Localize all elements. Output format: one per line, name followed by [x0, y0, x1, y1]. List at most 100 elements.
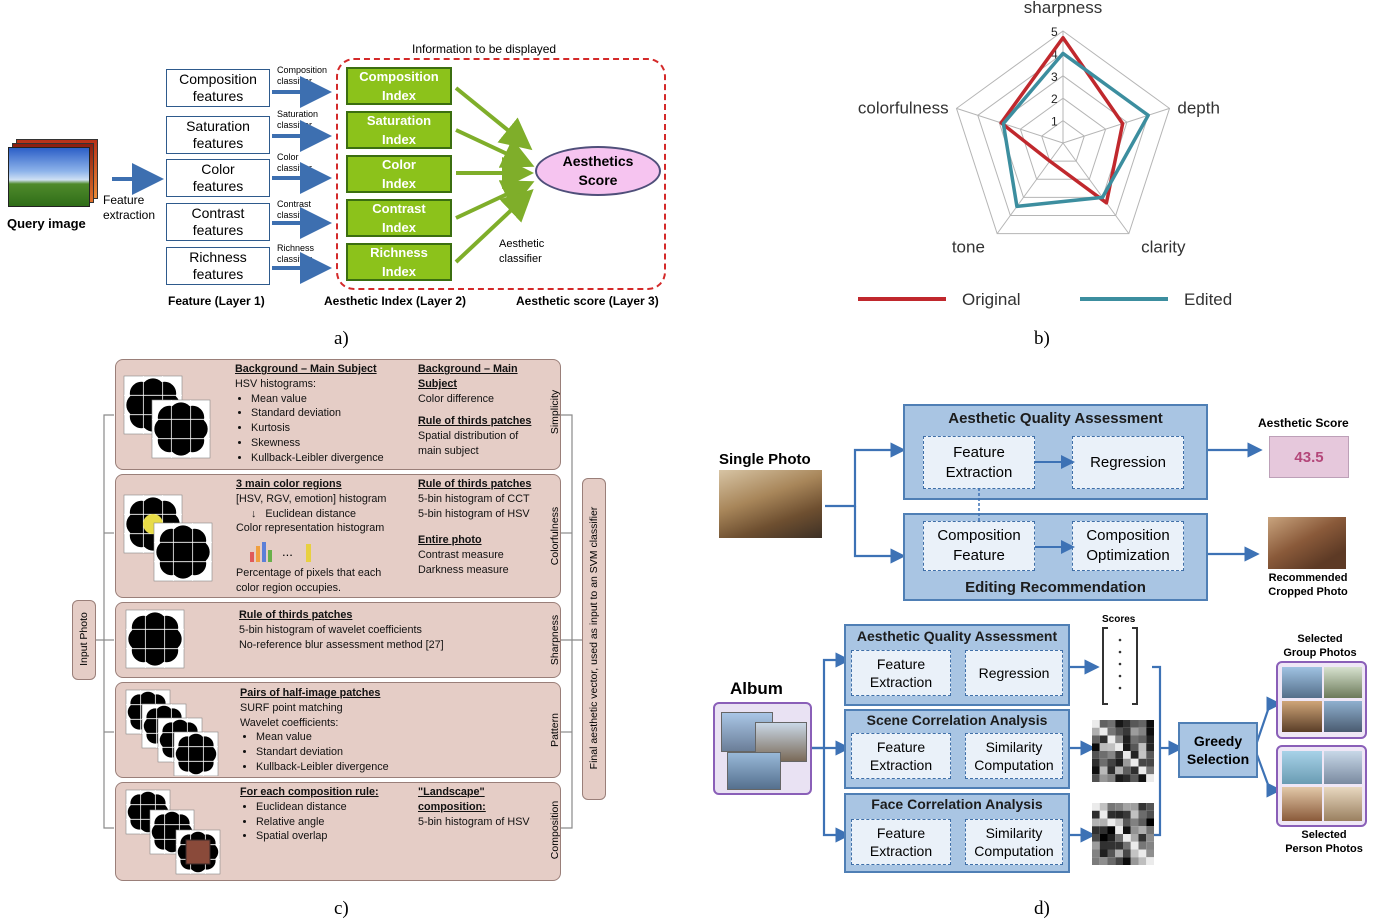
scores-label: Scores [1102, 614, 1136, 625]
matrix-cell [1115, 743, 1123, 751]
matrix-cell [1107, 857, 1116, 865]
matrix-cell [1092, 803, 1100, 811]
radar-grid [1019, 97, 1107, 180]
scene-title: Scene Correlation Analysis [866, 712, 1048, 728]
bullet-item: Spatial overlap [256, 829, 420, 844]
matrix-cell [1130, 751, 1139, 759]
similarity-box-2: Similarity Computation [965, 819, 1063, 865]
matrix-cell [1138, 857, 1147, 865]
single-photo-image [719, 470, 822, 538]
matrix-cell [1138, 803, 1147, 811]
query-image-label: Query image [7, 216, 86, 231]
composition-col2-line1: 5-bin histogram of HSV [418, 815, 530, 828]
matrix-cell [1130, 743, 1139, 751]
caption-b: b) [1034, 328, 1050, 349]
richness-index-box: Richness Index [346, 243, 452, 281]
pattern-col1-head: Pairs of half-image patches [240, 687, 381, 699]
colorfulness-col1: 3 main color regions [HSV, RGV, emotion]… [236, 477, 418, 536]
radar-spoke [996, 142, 1064, 234]
flower-icon [124, 688, 224, 781]
matrix-cell [1092, 743, 1100, 751]
matrix-cell [1092, 751, 1100, 759]
album-images [713, 702, 812, 795]
feature-extraction-box-2: Feature Extraction [851, 650, 951, 696]
matrix-cell [1123, 751, 1131, 759]
legend-label: Edited [1184, 290, 1232, 309]
bullet-item: Standart deviation [256, 745, 520, 760]
matrix-cell [1130, 727, 1139, 736]
matrix-cell [1115, 766, 1123, 775]
matrix-cell [1099, 758, 1108, 767]
saturation-classifier-label: Saturation classifier [277, 109, 319, 130]
colorfulness-col1-tail: Percentage of pixels that each color reg… [236, 567, 382, 594]
matrix-cell [1138, 849, 1147, 858]
greedy-selection-box: Greedy Selection [1178, 722, 1258, 778]
contrast-index-box: Contrast Index [346, 199, 452, 237]
flower-center [142, 626, 168, 652]
feature-extraction-label: Feature extraction [103, 193, 156, 222]
scene-matrix-icon [1092, 720, 1154, 782]
matrix-cell [1138, 834, 1147, 842]
composition-col1: For each composition rule: Euclidean dis… [240, 785, 420, 844]
regression-box: Regression [1072, 436, 1184, 489]
matrix-cell [1146, 766, 1154, 775]
matrix-cell [1107, 803, 1116, 811]
matrix-cell [1130, 818, 1139, 827]
matrix-cell [1146, 857, 1154, 865]
bullet-item: Mean value [256, 730, 520, 745]
matrix-cell [1138, 826, 1147, 834]
overlap-square [185, 839, 211, 865]
saturation-features-box: Saturation features [166, 116, 270, 154]
recommended-photo [1268, 517, 1346, 569]
feature-extraction-box-4: Feature Extraction [851, 819, 951, 865]
sharpness-col1-text: 5-bin histogram of wavelet coefficients … [239, 623, 444, 651]
selected-group-photos [1276, 661, 1367, 739]
matrix-cell [1107, 720, 1116, 728]
matrix-cell [1099, 810, 1108, 819]
simplicity-col1-head: Background – Main Subject [235, 363, 377, 375]
matrix-cell [1123, 720, 1131, 728]
aesthetics-score-label: Aesthetics Score [562, 153, 634, 188]
matrix-cell [1107, 743, 1116, 751]
matrix-cell [1115, 758, 1123, 767]
info-label: Information to be displayed [412, 42, 557, 56]
composition-feature-box: Composition Feature [923, 521, 1035, 571]
matrix-cell [1138, 743, 1147, 751]
radar-tick-label: 1 [1051, 115, 1058, 129]
colorfulness-col2-head2: Entire photo [418, 534, 482, 547]
matrix-cell [1146, 720, 1154, 728]
matrix-cell [1115, 774, 1123, 782]
matrix-cell [1115, 735, 1123, 744]
matrix-cell [1130, 810, 1139, 819]
flower-shape [173, 731, 219, 777]
radar-axis-label: sharpness [1024, 0, 1102, 17]
matrix-cell [1115, 841, 1123, 850]
matrix-cell [1099, 841, 1108, 850]
matrix-cell [1123, 766, 1131, 775]
matrix-cell [1107, 826, 1116, 834]
matrix-cell [1138, 720, 1147, 728]
matrix-cell [1138, 735, 1147, 744]
sharpness-col1-head: Rule of thirds patches [239, 609, 353, 621]
matrix-cell [1092, 849, 1100, 858]
matrix-cell [1099, 826, 1108, 834]
aesthetic-score-label: Aesthetic Score [1258, 416, 1349, 430]
bullet-item: Kurtosis [251, 421, 415, 436]
vertical-dash [978, 488, 980, 522]
radar-spoke [1062, 107, 1170, 144]
matrix-cell [1146, 735, 1154, 744]
matrix-cell [1138, 758, 1147, 767]
matrix-cell [1115, 751, 1123, 759]
richness-classifier-label: Richness classifier [277, 243, 315, 264]
radar-axis-label: tone [952, 238, 985, 257]
matrix-cell [1092, 735, 1100, 744]
matrix-cell [1146, 727, 1154, 736]
composition-col2-head1: "Landscape" composition: [418, 786, 486, 813]
matrix-cell [1146, 743, 1154, 751]
matrix-cell [1107, 834, 1116, 842]
matrix-cell [1130, 857, 1139, 865]
matrix-cell [1115, 810, 1123, 819]
matrix-cell [1099, 834, 1108, 842]
radar-grid [955, 30, 1171, 235]
greedy-label: Greedy Selection [1186, 733, 1250, 767]
